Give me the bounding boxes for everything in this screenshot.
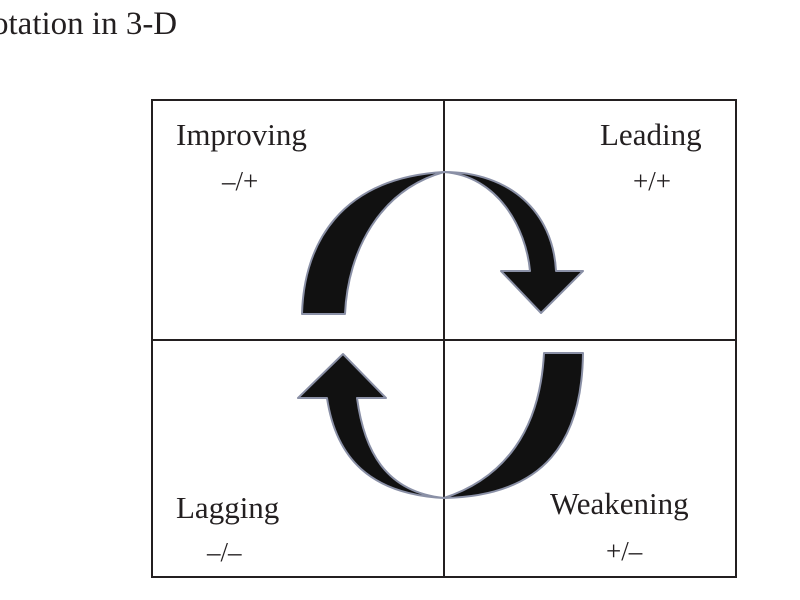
- quadrant-leading-label: Leading: [600, 117, 702, 152]
- page-title: otation in 3-D: [0, 6, 178, 42]
- curved-arrow-up-right-icon: [301, 171, 445, 315]
- horizontal-divider: [151, 339, 737, 341]
- quadrant-lagging-label: Lagging: [176, 490, 280, 525]
- quadrant-weakening-label: Weakening: [550, 486, 689, 521]
- quadrant-lagging-sign: –/–: [207, 537, 242, 567]
- quadrant-improving-sign: –/+: [222, 166, 259, 196]
- quadrant-weakening-sign: +/–: [606, 536, 643, 566]
- curved-arrow-up-left-icon: [297, 353, 445, 499]
- curved-arrow-down-left-icon: [443, 352, 584, 499]
- quadrant-improving-label: Improving: [176, 117, 307, 152]
- curved-arrow-down-right-icon: [443, 171, 584, 314]
- quadrant-leading-sign: +/+: [633, 166, 671, 196]
- vertical-divider: [443, 99, 445, 578]
